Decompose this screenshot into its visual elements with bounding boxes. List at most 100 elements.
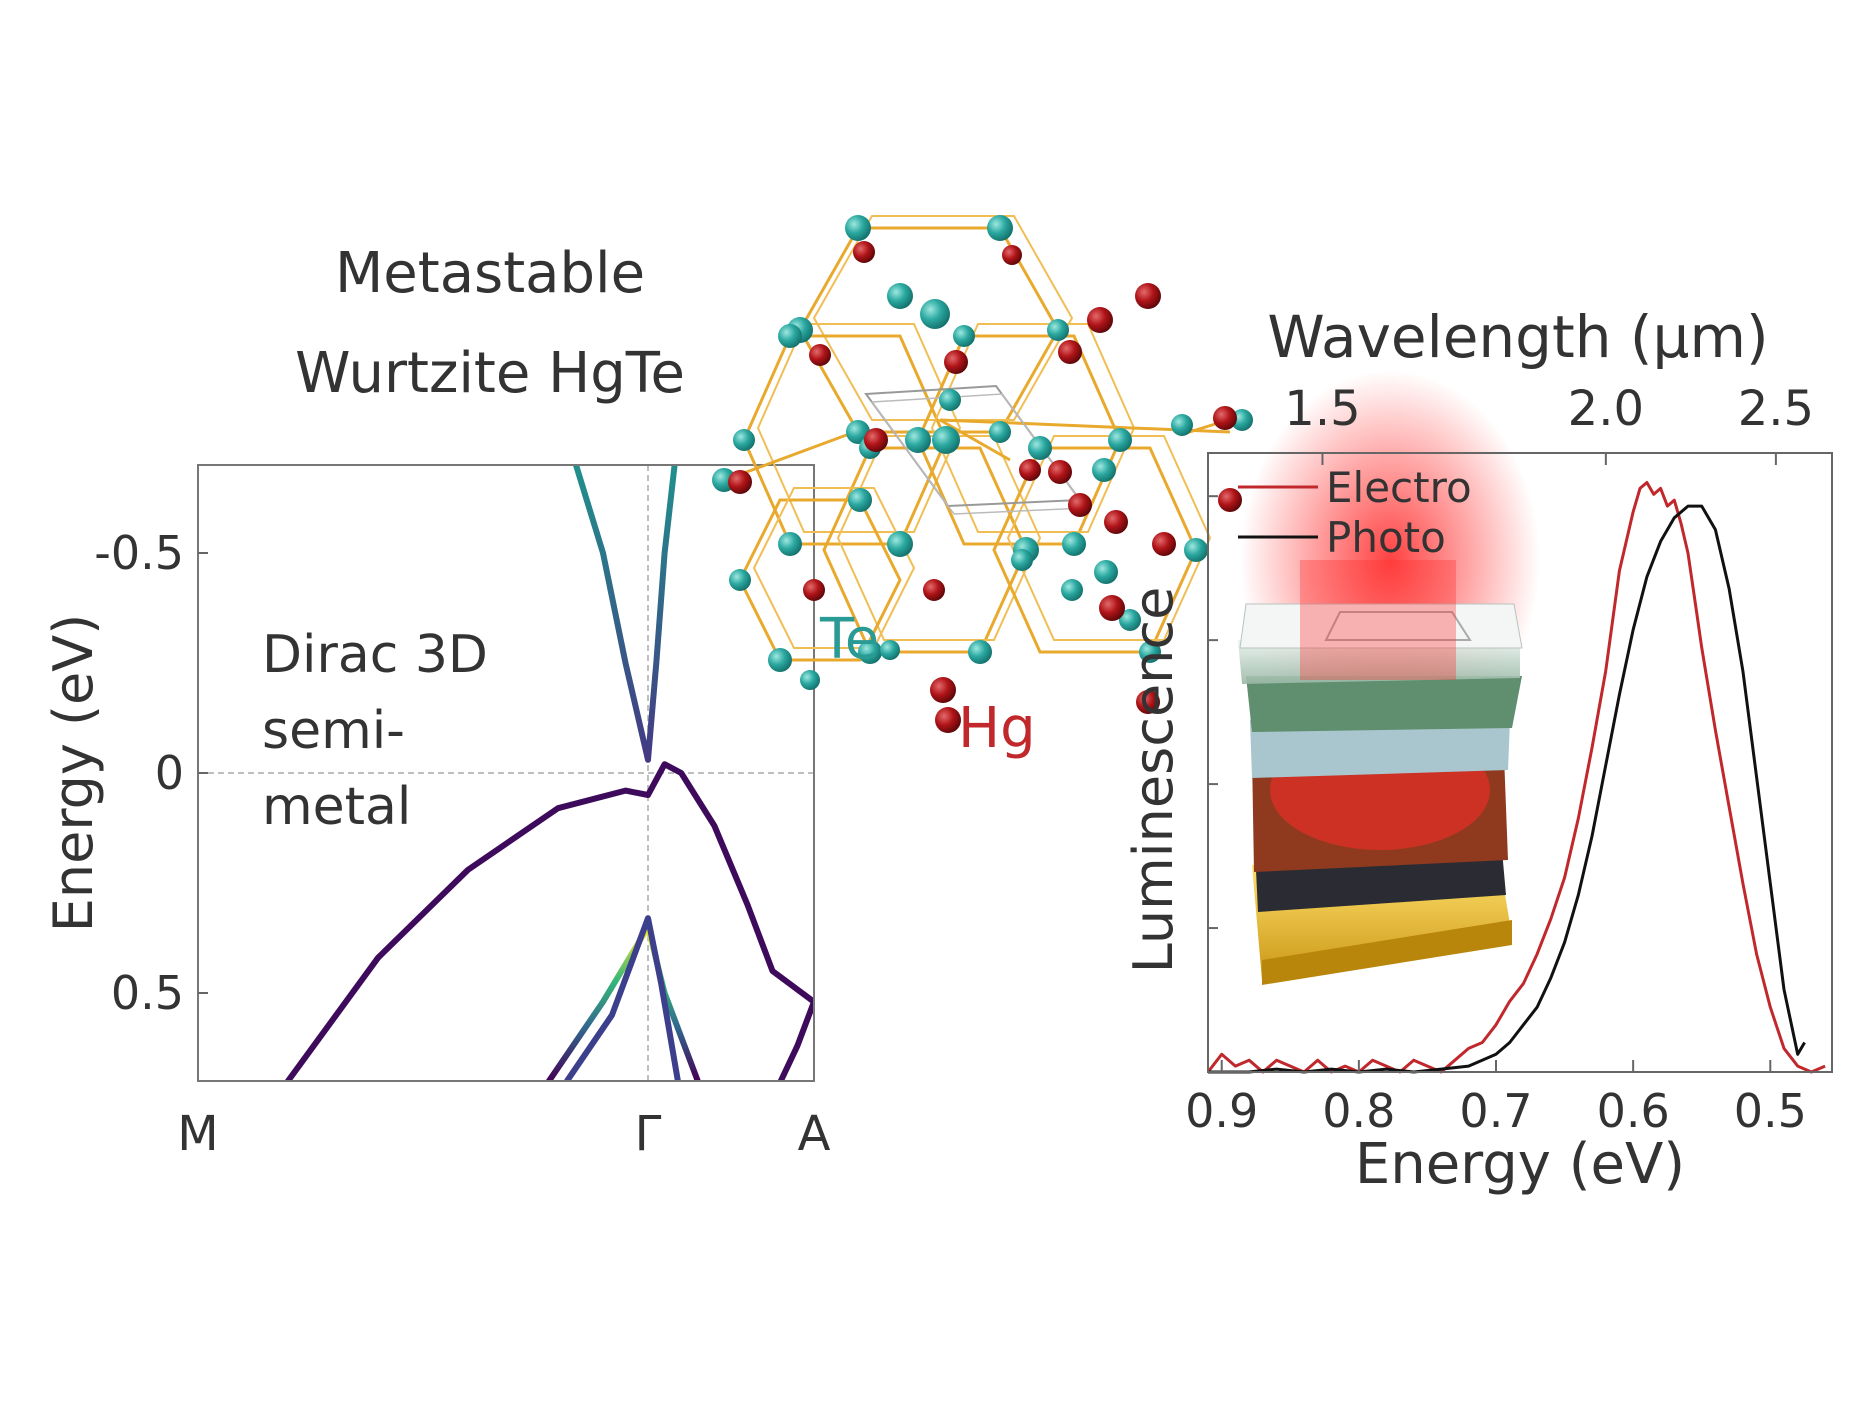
te-atom [1184,538,1208,562]
hg-atom [1218,488,1242,512]
hg-atom-label: Hg [958,696,1036,761]
te-atom [848,488,872,512]
te-atom [880,640,900,660]
te-atom [846,420,870,444]
lum-x-tick-label: 0.8 [1322,1084,1395,1138]
hg-atom [935,707,961,733]
lum-line-electro [1206,481,1826,1074]
lum-x-tick-label: 0.6 [1597,1084,1670,1138]
band-y-tick-label: 0.5 [111,966,184,1020]
te-atom [1028,436,1052,460]
gold-substrate-side [1262,920,1512,985]
hg-atom [853,241,875,263]
hg-atom [1152,532,1176,556]
band-y-ticks: -0.5 0 0.5 [94,526,208,1020]
electrode-pattern [1324,611,1472,641]
te-atom [1108,428,1132,452]
band-y-tick-label: -0.5 [94,526,184,580]
bead-layer [1250,720,1510,778]
band-x-tick-label: Γ [635,1106,662,1162]
hg-atom [1104,510,1128,534]
hg-atom [1213,406,1237,430]
lum-top-tick-label: 2.0 [1568,381,1644,437]
te-atom [1231,409,1253,431]
lum-y-ticks [1208,495,1218,1073]
hg-atom [1136,690,1160,714]
glass-top-layer [1238,640,1520,684]
lum-x-axis-label: Energy (eV) [1355,1132,1685,1197]
hg-atom [1087,307,1113,333]
te-atom [733,429,755,451]
hg-atom [809,344,831,366]
hg-atom [923,579,945,601]
te-atom [778,532,802,556]
glass-top-face [1239,603,1523,649]
bond-line [724,428,861,482]
te-atom [987,215,1013,241]
band-x-tick-label: A [798,1106,831,1162]
te-atom-label: Te [819,607,879,672]
lum-top-tick-label: 2.5 [1738,381,1814,437]
te-atom [845,215,871,241]
legend-electro-label: Electro [1326,463,1472,512]
figure-title-line2: Wurtzite HgTe [295,341,685,406]
te-atom [968,640,992,664]
te-atom [905,427,931,453]
te-atom [1119,609,1141,631]
hg-atom [864,428,888,452]
hg-atom [930,677,956,703]
te-atom [778,324,802,348]
band-annotation-line2: semi- [262,701,405,761]
band-x-tick-label: M [177,1106,218,1162]
lum-plot-frame [1207,452,1833,1073]
band-line-4 [564,915,681,1081]
hg-atom [728,470,752,494]
led-device-stack-illustration [1238,370,1540,985]
te-atom [800,670,820,690]
te-atom [920,299,950,329]
hg-atom [1019,459,1041,481]
bond-ring-back-1 [812,215,1074,421]
lum-x-tick-label: 0.9 [1185,1084,1258,1138]
hg-atom [1068,493,1092,517]
hg-atom [1002,245,1022,265]
lum-x-tick-label: 0.5 [1734,1084,1807,1138]
bond-line [939,418,1011,462]
hg-atom [944,350,968,374]
lum-top-tick-label: 1.5 [1284,381,1360,437]
bond-ring-back-2 [756,323,962,533]
bond-ring-back-5 [1006,435,1212,641]
te-atom [1062,532,1086,556]
lum-top-ticks: 1.5 2.0 2.5 [1284,381,1814,465]
te-atom [1171,414,1193,436]
band-y-tick-label: 0 [155,746,184,800]
band-annotation-line3: metal [262,777,411,837]
te-atom [1047,319,1069,341]
lum-legend: Electro Photo [1238,463,1472,562]
unit-cell-outline-back [870,393,1088,515]
band-y-axis-label: Energy (eV) [42,614,105,933]
band-curves [284,465,814,1081]
te-atom [729,569,751,591]
figure-title-line1: Metastable [335,241,645,306]
lum-y-axis-label: Luminescence [1122,587,1185,974]
emission-beam [1300,560,1456,680]
band-line-5 [777,998,814,1081]
te-atom [1094,560,1118,584]
band-line-1 [284,761,814,1081]
te-atom [887,283,913,309]
te-atom [953,325,975,347]
hg-atom [1058,340,1082,364]
green-layer [1246,676,1522,732]
lum-x-tick-label: 0.7 [1459,1084,1532,1138]
te-atom [858,640,882,664]
hg-atom [1135,283,1161,309]
te-atom [1139,641,1161,663]
hg-atom [1048,460,1072,484]
band-annotation-line1: Dirac 3D [262,625,488,685]
band-line-2 [573,465,678,763]
